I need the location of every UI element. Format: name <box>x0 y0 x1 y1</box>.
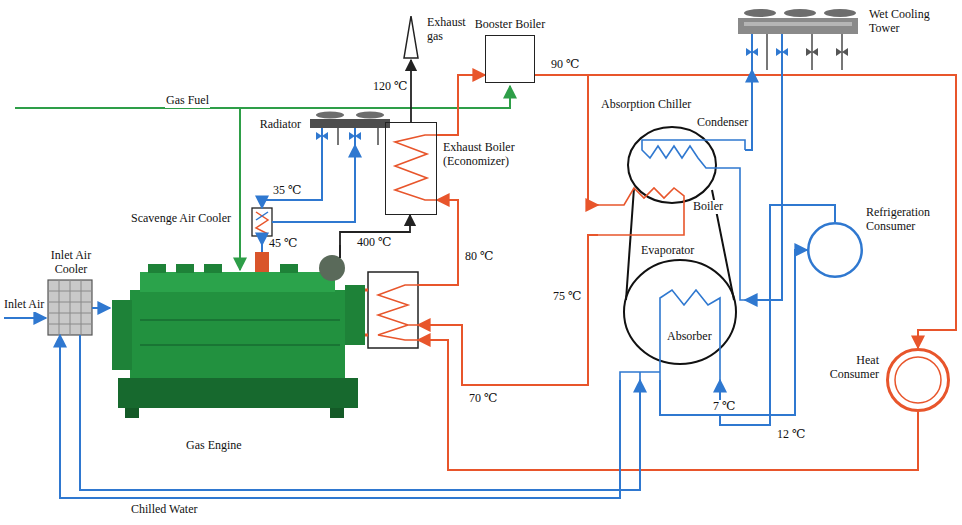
node-label: Absorption Chiller <box>600 98 692 112</box>
annotation-label: Evaporator <box>640 244 695 258</box>
annotation-label: 75 ℃ <box>552 290 582 304</box>
absorption-chiller-illustration <box>598 127 745 380</box>
pipe-connector <box>272 145 355 222</box>
consumer-circle <box>807 222 863 278</box>
pipe-connector <box>410 60 412 122</box>
gas-engine: Gas Engine <box>110 245 418 435</box>
booster-boiler: Booster Boiler <box>485 35 535 83</box>
pipe-connector <box>535 75 956 348</box>
annotation-label: 80 ℃ <box>464 250 494 264</box>
consumer-circle <box>886 348 950 412</box>
pipe-connector <box>262 145 322 208</box>
pipe-connector <box>437 75 485 135</box>
node-label: Wet Cooling Tower <box>868 8 955 36</box>
node-label: Exhaust gas <box>426 16 478 44</box>
pipe-connector <box>92 307 110 309</box>
annotation-label: 7 ℃ <box>712 400 736 414</box>
node-label: Refrigeration Consumer <box>865 206 953 234</box>
wet-cooling-tower: Wet Cooling Tower <box>735 6 860 70</box>
annotation-label: Condenser <box>696 116 749 130</box>
annotation-label: Boiler <box>692 200 724 214</box>
node-label: Booster Boiler <box>474 18 546 32</box>
pipe-connector <box>720 205 835 425</box>
radiator-symbol <box>310 112 390 146</box>
pipe-connector <box>418 200 458 285</box>
inlet-air-cooler: Inlet Air Cooler <box>48 280 92 335</box>
pipe-connector <box>60 335 620 498</box>
annotation-label: Absorber <box>666 330 713 344</box>
gas-engine-illustration <box>112 245 418 418</box>
pipe-connector <box>418 340 918 470</box>
pipe-connector <box>418 235 598 385</box>
pipe-connector <box>261 236 263 245</box>
annotation-label: Chilled Water <box>130 503 198 517</box>
node-label: Gas Engine <box>185 439 243 453</box>
node-label: Heat Consumer <box>818 354 880 382</box>
annotation-label: Inlet Air <box>3 298 45 312</box>
scavenge-air-cooler: Scavenge Air Cooler <box>252 208 272 236</box>
pipe-connector <box>745 70 782 300</box>
exhaust-stack: Exhaust gas <box>400 12 422 60</box>
annotation-label: Gas Fuel <box>165 94 210 108</box>
pipe-connector <box>660 250 807 415</box>
pipe-connector <box>745 70 752 150</box>
annotation-label: 400 ℃ <box>356 236 392 250</box>
annotation-label: 12 ℃ <box>776 428 806 442</box>
annotation-label: 45 ℃ <box>268 237 298 251</box>
exhaust-boiler: Exhaust Boiler (Economizer) <box>385 122 437 215</box>
inlet-air-cooler-symbol <box>4 280 92 335</box>
annotation-label: 35 ℃ <box>272 184 302 198</box>
heat-consumer: Heat Consumer <box>886 348 950 412</box>
refrigeration-consumer: Refrigeration Consumer <box>807 222 863 278</box>
node-label: Inlet Air Cooler <box>36 249 106 277</box>
annotation-label: 120 ℃ <box>372 80 408 94</box>
node-label: Exhaust Boiler (Economizer) <box>442 141 544 169</box>
pipe-connector <box>535 75 598 205</box>
node-label: Radiator <box>259 118 302 132</box>
radiator: Radiator <box>308 112 392 145</box>
annotation-label: 90 ℃ <box>550 58 580 72</box>
cooling-tower-symbol <box>738 9 858 70</box>
pipe-connector <box>80 335 640 490</box>
annotation-label: 70 ℃ <box>468 392 498 406</box>
node-label: Scavenge Air Cooler <box>130 212 232 226</box>
